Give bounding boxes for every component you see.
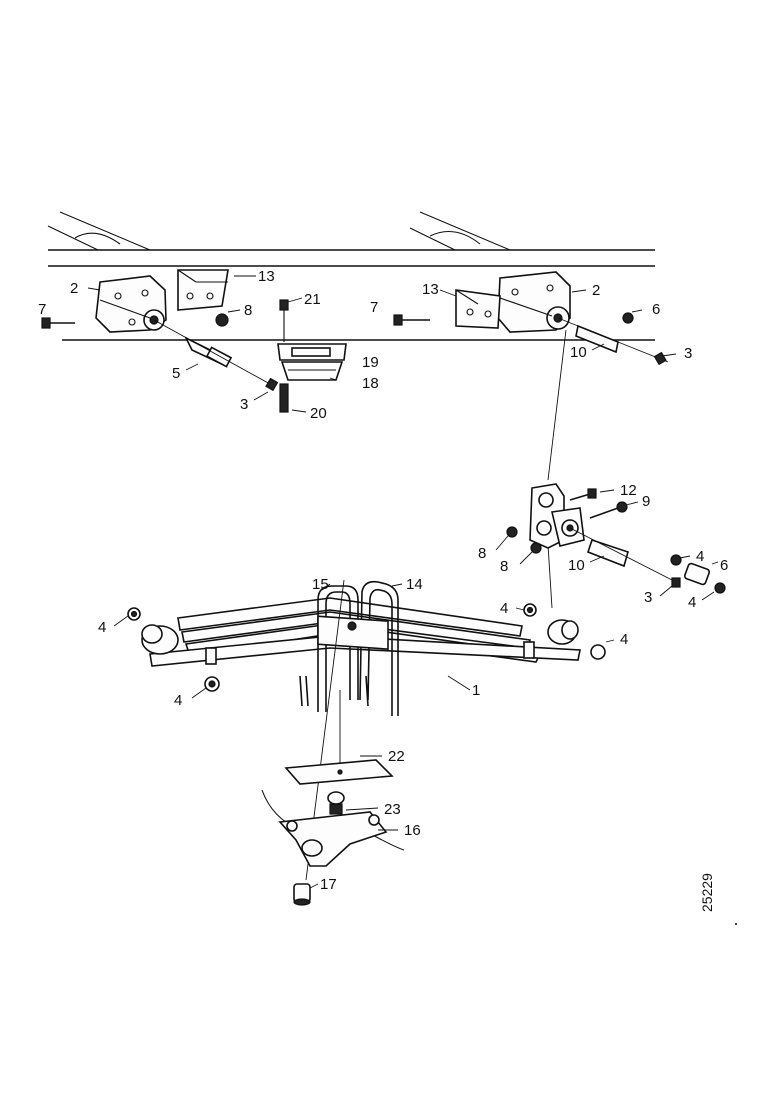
callout-13-left: 13 bbox=[258, 268, 275, 285]
bolt-12 bbox=[569, 488, 597, 501]
callout-4-rear-lower: 4 bbox=[620, 631, 628, 648]
bushing-4-front-upper bbox=[127, 607, 141, 621]
callout-16: 16 bbox=[404, 822, 421, 839]
pin-5 bbox=[153, 319, 271, 385]
nipple-3-left bbox=[265, 377, 279, 392]
bushing-4-front-lower bbox=[204, 676, 220, 692]
callout-8-shackle-left: 8 bbox=[478, 545, 486, 562]
nut-9 bbox=[589, 501, 628, 519]
callout-19: 19 bbox=[362, 354, 379, 371]
nut-17 bbox=[293, 883, 311, 906]
bump-stop-assembly bbox=[277, 299, 347, 413]
nut-6-top bbox=[622, 312, 634, 324]
callout-labels: 2 13 7 8 21 19 18 5 3 20 7 13 2 6 10 3 1… bbox=[38, 268, 728, 893]
callout-4-front-lower: 4 bbox=[174, 692, 182, 709]
callout-4-front-upper: 4 bbox=[98, 619, 106, 636]
callout-4-shackle-lower: 4 bbox=[688, 594, 696, 611]
callout-21: 21 bbox=[304, 291, 321, 308]
callout-3-upper: 3 bbox=[684, 345, 692, 362]
callout-2-rear: 2 bbox=[592, 282, 600, 299]
callout-20: 20 bbox=[310, 405, 327, 422]
callout-2-front: 2 bbox=[70, 280, 78, 297]
callout-9: 9 bbox=[642, 493, 650, 510]
bracket-13-right bbox=[455, 289, 501, 329]
spring-shackle bbox=[529, 483, 585, 549]
nipple-3-upper-right bbox=[653, 351, 667, 366]
callout-15: 15 bbox=[312, 576, 329, 593]
callout-23: 23 bbox=[384, 801, 401, 818]
callout-3-shackle: 3 bbox=[644, 589, 652, 606]
bracket-13-left bbox=[177, 269, 229, 311]
callout-18: 18 bbox=[362, 375, 379, 392]
corner-dot bbox=[735, 923, 737, 925]
callout-12: 12 bbox=[620, 482, 637, 499]
callout-8-shackle-right: 8 bbox=[500, 558, 508, 575]
pin-10-upper bbox=[557, 317, 669, 363]
bolt-7-right bbox=[393, 314, 430, 326]
callout-5: 5 bbox=[172, 365, 180, 382]
nut-8-left bbox=[215, 313, 229, 327]
callout-1: 1 bbox=[472, 682, 480, 699]
bushing-6-lower bbox=[670, 554, 726, 594]
rear-spring-hanger bbox=[497, 271, 571, 333]
nipple-3-shackle bbox=[671, 577, 681, 588]
u-bolts bbox=[299, 580, 399, 716]
callout-13-right: 13 bbox=[422, 281, 439, 298]
callout-3-left: 3 bbox=[240, 396, 248, 413]
callout-7-right: 7 bbox=[370, 299, 378, 316]
bolt-7-left bbox=[41, 317, 75, 329]
plate-22 bbox=[284, 759, 394, 785]
nut-8-shackle bbox=[506, 526, 542, 554]
bushing-4-rear-lower bbox=[590, 644, 606, 660]
callout-4-rear-upper: 4 bbox=[500, 600, 508, 617]
bushing-4-rear-upper bbox=[523, 603, 537, 617]
callout-6-top: 6 bbox=[652, 301, 660, 318]
axle-seat-16 bbox=[261, 789, 405, 867]
callout-7-left: 7 bbox=[38, 301, 46, 318]
callout-8-left: 8 bbox=[244, 302, 252, 319]
leader-lines bbox=[50, 275, 719, 889]
frame-rail bbox=[47, 211, 655, 341]
callout-22: 22 bbox=[388, 748, 405, 765]
assembly-line-b bbox=[547, 544, 553, 609]
callout-10-upper: 10 bbox=[570, 344, 587, 361]
callout-4-shackle: 4 bbox=[696, 548, 704, 565]
front-spring-hanger bbox=[95, 275, 167, 333]
callout-14: 14 bbox=[406, 576, 423, 593]
drawing-reference-number: 25229 bbox=[699, 873, 715, 912]
callout-10-lower: 10 bbox=[568, 557, 585, 574]
assembly-line-a bbox=[547, 329, 567, 481]
callout-17: 17 bbox=[320, 876, 337, 893]
callout-6-lower: 6 bbox=[720, 557, 728, 574]
pin-10-lower bbox=[569, 527, 673, 581]
stud-23 bbox=[327, 791, 345, 815]
